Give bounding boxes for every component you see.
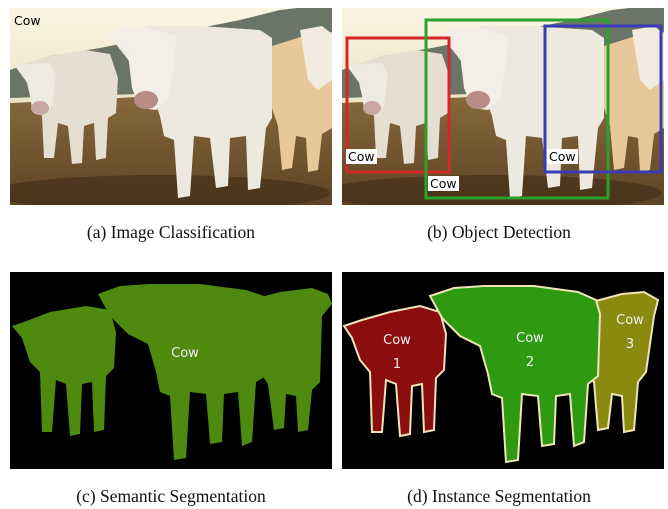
instance-mask: Cow 1 Cow 2 Cow 3 (342, 272, 664, 469)
panel-image-classification: Cow (10, 8, 332, 205)
bbox-label-middle: Cow (428, 176, 459, 191)
bbox-label-right: Cow (547, 149, 578, 164)
panel-semantic-segmentation: Cow (10, 272, 332, 469)
instance-label-2: Cow (516, 331, 544, 346)
instance-label-3: Cow (616, 313, 644, 328)
bbox-cow-left (345, 36, 451, 174)
cow-photo (10, 8, 332, 205)
caption-d: (d) Instance Segmentation (407, 486, 591, 506)
bbox-label-left: Cow (346, 149, 377, 164)
bbox-cow-middle (424, 18, 610, 200)
instance-mask-1 (342, 304, 448, 438)
caption-b: (b) Object Detection (427, 222, 571, 242)
instance-label-1: Cow (383, 333, 411, 348)
classification-label: Cow (14, 13, 41, 28)
panel-instance-segmentation: Cow 1 Cow 2 Cow 3 (342, 272, 664, 469)
caption-a: (a) Image Classification (86, 222, 256, 242)
instance-id-1: 1 (393, 357, 401, 372)
semantic-mask: Cow (10, 272, 332, 469)
instance-id-3: 3 (626, 337, 634, 352)
instance-id-2: 2 (526, 355, 534, 370)
bbox-cow-right (543, 24, 663, 174)
cow-photo-detection (342, 8, 664, 205)
semantic-label: Cow (171, 346, 199, 361)
instance-mask-2 (428, 285, 602, 464)
panel-object-detection: Cow Cow Cow (342, 8, 664, 205)
cow-mask-region (12, 284, 332, 460)
caption-c: (c) Semantic Segmentation (76, 486, 266, 506)
